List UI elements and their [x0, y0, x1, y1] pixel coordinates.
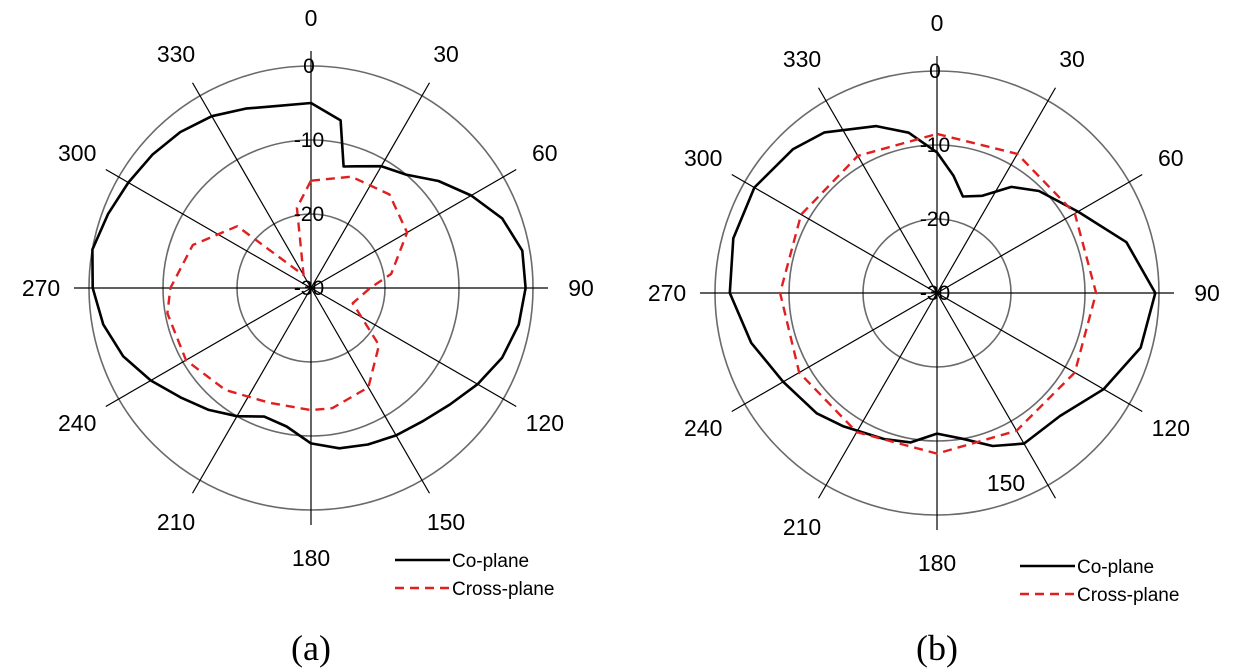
spoke-120 [936, 292, 1143, 413]
angle-label: 0 [931, 10, 944, 36]
angle-label: 90 [568, 275, 594, 301]
radial-label: -30 [294, 277, 324, 300]
angle-label: 30 [1059, 46, 1085, 72]
legend-label-cross-plane: Cross-plane [452, 579, 554, 600]
legend-label-co-plane: Co-plane [1077, 557, 1154, 578]
series-co-plane-line [728, 124, 1157, 448]
radial-label: 0 [929, 60, 941, 83]
angle-label: 300 [684, 145, 722, 171]
spoke-330 [191, 82, 312, 289]
spoke-120 [310, 287, 517, 408]
angle-label: 150 [987, 470, 1025, 496]
series-cross-plane-line [778, 132, 1098, 455]
legend-label-co-plane: Co-plane [452, 551, 529, 572]
spoke-210 [191, 287, 312, 494]
spoke-60 [310, 168, 517, 289]
angle-label: 240 [58, 410, 96, 436]
radial-label: -30 [920, 282, 950, 305]
spoke-240 [731, 292, 938, 413]
legend-label-cross-plane: Cross-plane [1077, 585, 1179, 606]
radial-label: -20 [920, 208, 950, 231]
angle-label: 270 [648, 280, 686, 306]
radial-label: -20 [294, 203, 324, 226]
angle-label: 240 [684, 415, 722, 441]
angle-label: 60 [532, 140, 558, 166]
angle-label: 330 [157, 41, 195, 67]
series-co-plane-line [91, 101, 527, 450]
spoke-150 [310, 287, 431, 494]
spoke-210 [817, 292, 938, 499]
spoke-300 [731, 173, 938, 294]
angle-label: 150 [427, 509, 465, 535]
spoke-60 [936, 173, 1143, 294]
panel-caption: (a) [291, 628, 331, 668]
radial-label: -10 [294, 129, 324, 152]
angle-label: 0 [305, 5, 318, 31]
angle-label: 90 [1194, 280, 1220, 306]
angle-label: 270 [22, 275, 60, 301]
series-cross-plane-line [166, 175, 409, 412]
panel-caption: (b) [916, 628, 958, 668]
angle-label: 120 [526, 410, 564, 436]
angle-label: 210 [157, 509, 195, 535]
radial-label: 0 [303, 55, 315, 78]
spoke-330 [817, 87, 938, 294]
spoke-150 [936, 292, 1057, 499]
polar-chart-b: 0 -10 -20 -30 0 30 60 90 120 150 180 210 240 270 300 33… [648, 10, 1220, 668]
angle-label: 300 [58, 140, 96, 166]
angle-label: 30 [433, 41, 459, 67]
angle-label: 180 [918, 550, 956, 576]
angle-label: 210 [783, 514, 821, 540]
angle-label: 120 [1152, 415, 1190, 441]
angle-label: 60 [1158, 145, 1184, 171]
polar-chart-a: 0 -10 -20 -30 0 30 60 90 120 150 180 210 240 270 300 33… [22, 5, 594, 668]
angle-label: 180 [292, 545, 330, 571]
angle-label: 330 [783, 46, 821, 72]
radial-label: -10 [920, 134, 950, 157]
spoke-240 [105, 287, 312, 408]
spoke-300 [105, 168, 312, 289]
